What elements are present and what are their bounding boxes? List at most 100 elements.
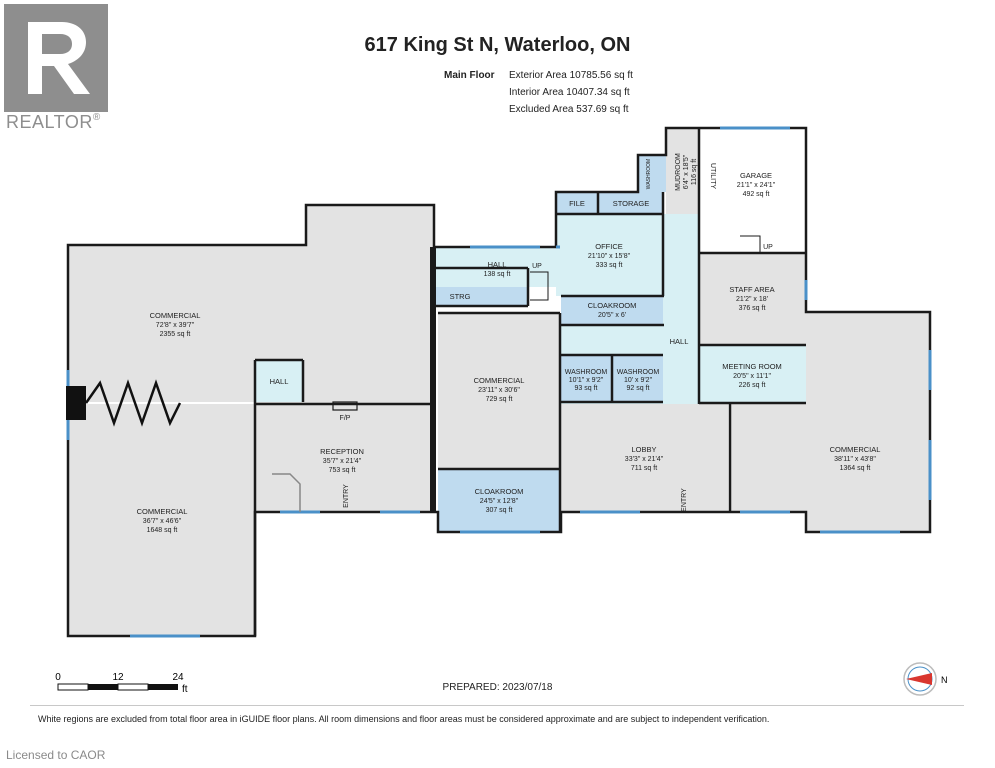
area-office: 333 sq ft: [596, 262, 623, 269]
office-fill: [556, 214, 663, 296]
label-washroom-small: WASHROOM: [646, 159, 652, 189]
label-hall-center: HALL: [670, 337, 689, 346]
area-cloakroom-south: 307 sq ft: [486, 507, 513, 514]
label-cloakroom-north: CLOAKROOM: [588, 301, 637, 310]
area-staff-area: 376 sq ft: [739, 305, 766, 312]
label-commercial-sw: COMMERCIAL: [137, 507, 188, 516]
floor-label: Main Floor: [444, 70, 495, 81]
scale-tick-12: 12: [112, 672, 124, 683]
label-mudroom: MUDROOM: [675, 153, 682, 191]
commercial-nw-fill: [68, 205, 434, 404]
label-fireplace: F/P: [340, 415, 351, 422]
label-garage: GARAGE: [740, 171, 772, 180]
commercial-east-fill: [730, 312, 930, 532]
realtor-wordmark: REALTOR®: [6, 112, 101, 132]
staff-area-fill: [699, 253, 806, 345]
mudroom-fill: [666, 128, 699, 214]
area-commercial-east: 1364 sq ft: [840, 465, 871, 472]
exterior-area: Exterior Area 10785.56 sq ft: [509, 70, 633, 81]
label-lobby: LOBBY: [631, 445, 656, 454]
file-fill: [556, 192, 598, 214]
footer-divider: [30, 705, 964, 706]
label-hall-top: HALL: [488, 260, 507, 269]
dims-commercial-sw: 36'7" x 46'6": [143, 518, 182, 525]
stairs-garage-symbol: [740, 235, 761, 252]
zigzag-symbol: [84, 379, 182, 427]
dims-reception: 35'7" x 21'4": [323, 458, 362, 465]
area-reception: 753 sq ft: [329, 467, 356, 474]
stairs-hall-symbol: [530, 271, 549, 301]
label-up-hall: UP: [532, 263, 542, 270]
label-entry-lobby: ENTRY: [681, 488, 688, 512]
area-commercial-nw: 2355 sq ft: [160, 331, 191, 338]
area-commercial-sw: 1648 sq ft: [147, 527, 178, 534]
lobby-fill: [561, 404, 728, 512]
cloakroom-north-fill: [561, 296, 664, 325]
area-washroom-1: 93 sq ft: [575, 385, 598, 392]
compass-icon: N: [903, 662, 948, 696]
label-staff-area: STAFF AREA: [729, 285, 774, 294]
compass-north-label: N: [941, 675, 948, 685]
area-mudroom: 116 sq ft: [691, 159, 698, 185]
dims-commercial-center: 23'11" x 30'6": [478, 387, 520, 394]
commercial-center-fill: [438, 313, 560, 469]
dims-commercial-east: 38'11" x 43'8": [834, 456, 876, 463]
label-reception: RECEPTION: [320, 447, 364, 456]
dims-meeting-room: 20'5" x 11'1": [733, 373, 771, 380]
realtor-logo: [4, 4, 108, 112]
cloakroom-south-fill: [438, 469, 560, 532]
label-strg: STRG: [450, 292, 471, 301]
area-hall-top: 138 sq ft: [484, 271, 511, 278]
floor-plan: COMMERCIAL 72'8" x 39'7" 2355 sq ft COMM…: [55, 126, 948, 696]
dims-mudroom: 6'4" x 18'5": [683, 154, 690, 189]
dims-staff-area: 21'2" x 18': [736, 296, 768, 303]
dims-cloakroom-north: 20'5" x 6': [598, 312, 626, 319]
reception-fill: [255, 404, 433, 512]
washroom-2-fill: [612, 355, 663, 402]
area-washroom-2: 92 sq ft: [627, 385, 650, 392]
meeting-room-fill: [699, 345, 806, 403]
area-commercial-center: 729 sq ft: [486, 396, 513, 403]
area-lobby: 711 sq ft: [631, 465, 657, 472]
dims-washroom-2: 10' x 9'2": [624, 377, 653, 384]
label-file: FILE: [569, 199, 585, 208]
room-fills: [68, 128, 930, 636]
scale-tick-0: 0: [55, 672, 61, 683]
label-up-garage: UP: [763, 244, 773, 251]
windows: [66, 126, 932, 638]
washroom-1-fill: [561, 355, 612, 402]
label-commercial-center: COMMERCIAL: [474, 376, 525, 385]
chimney-marker: [66, 386, 86, 420]
scale-tick-24: 24: [172, 672, 184, 683]
storage-fill: [598, 192, 663, 214]
license-watermark: Licensed to CAOR: [6, 748, 106, 762]
label-entry-reception: ENTRY: [343, 484, 350, 508]
label-storage: STORAGE: [613, 199, 650, 208]
label-hall-small: HALL: [270, 377, 289, 386]
prepared-date: PREPARED: 2023/07/18: [442, 682, 553, 693]
dims-office: 21'10" x 15'8": [588, 253, 631, 260]
fireplace-symbol: [332, 401, 358, 411]
dims-cloakroom-south: 24'5" x 12'8": [480, 498, 519, 505]
area-meeting-room: 226 sq ft: [739, 382, 766, 389]
dims-lobby: 33'3" x 21'4": [625, 456, 664, 463]
label-washroom-2: WASHROOM: [617, 369, 660, 376]
label-commercial-nw: COMMERCIAL: [150, 311, 201, 320]
label-office: OFFICE: [595, 242, 623, 251]
hall-center-fill: [561, 214, 699, 404]
room-labels: COMMERCIAL 72'8" x 39'7" 2355 sq ft COMM…: [137, 153, 881, 534]
label-cloakroom-south: CLOAKROOM: [475, 487, 524, 496]
scale-unit: ft: [182, 684, 188, 695]
scale-bar: 0 12 24 ft: [55, 672, 188, 695]
area-garage: 492 sq ft: [743, 191, 770, 198]
dims-commercial-nw: 72'8" x 39'7": [156, 322, 195, 329]
label-washroom-1: WASHROOM: [565, 369, 608, 376]
label-meeting-room: MEETING ROOM: [722, 362, 782, 371]
disclaimer-text: White regions are excluded from total fl…: [38, 714, 770, 724]
reception-counter-symbol: [272, 473, 301, 512]
interior-area: Interior Area 10407.34 sq ft: [509, 87, 630, 98]
dims-washroom-1: 10'1" x 9'2": [569, 377, 604, 384]
dims-garage: 21'1" x 24'1": [737, 182, 776, 189]
hall-small-fill: [255, 360, 303, 402]
page-title: 617 King St N, Waterloo, ON: [364, 34, 631, 56]
